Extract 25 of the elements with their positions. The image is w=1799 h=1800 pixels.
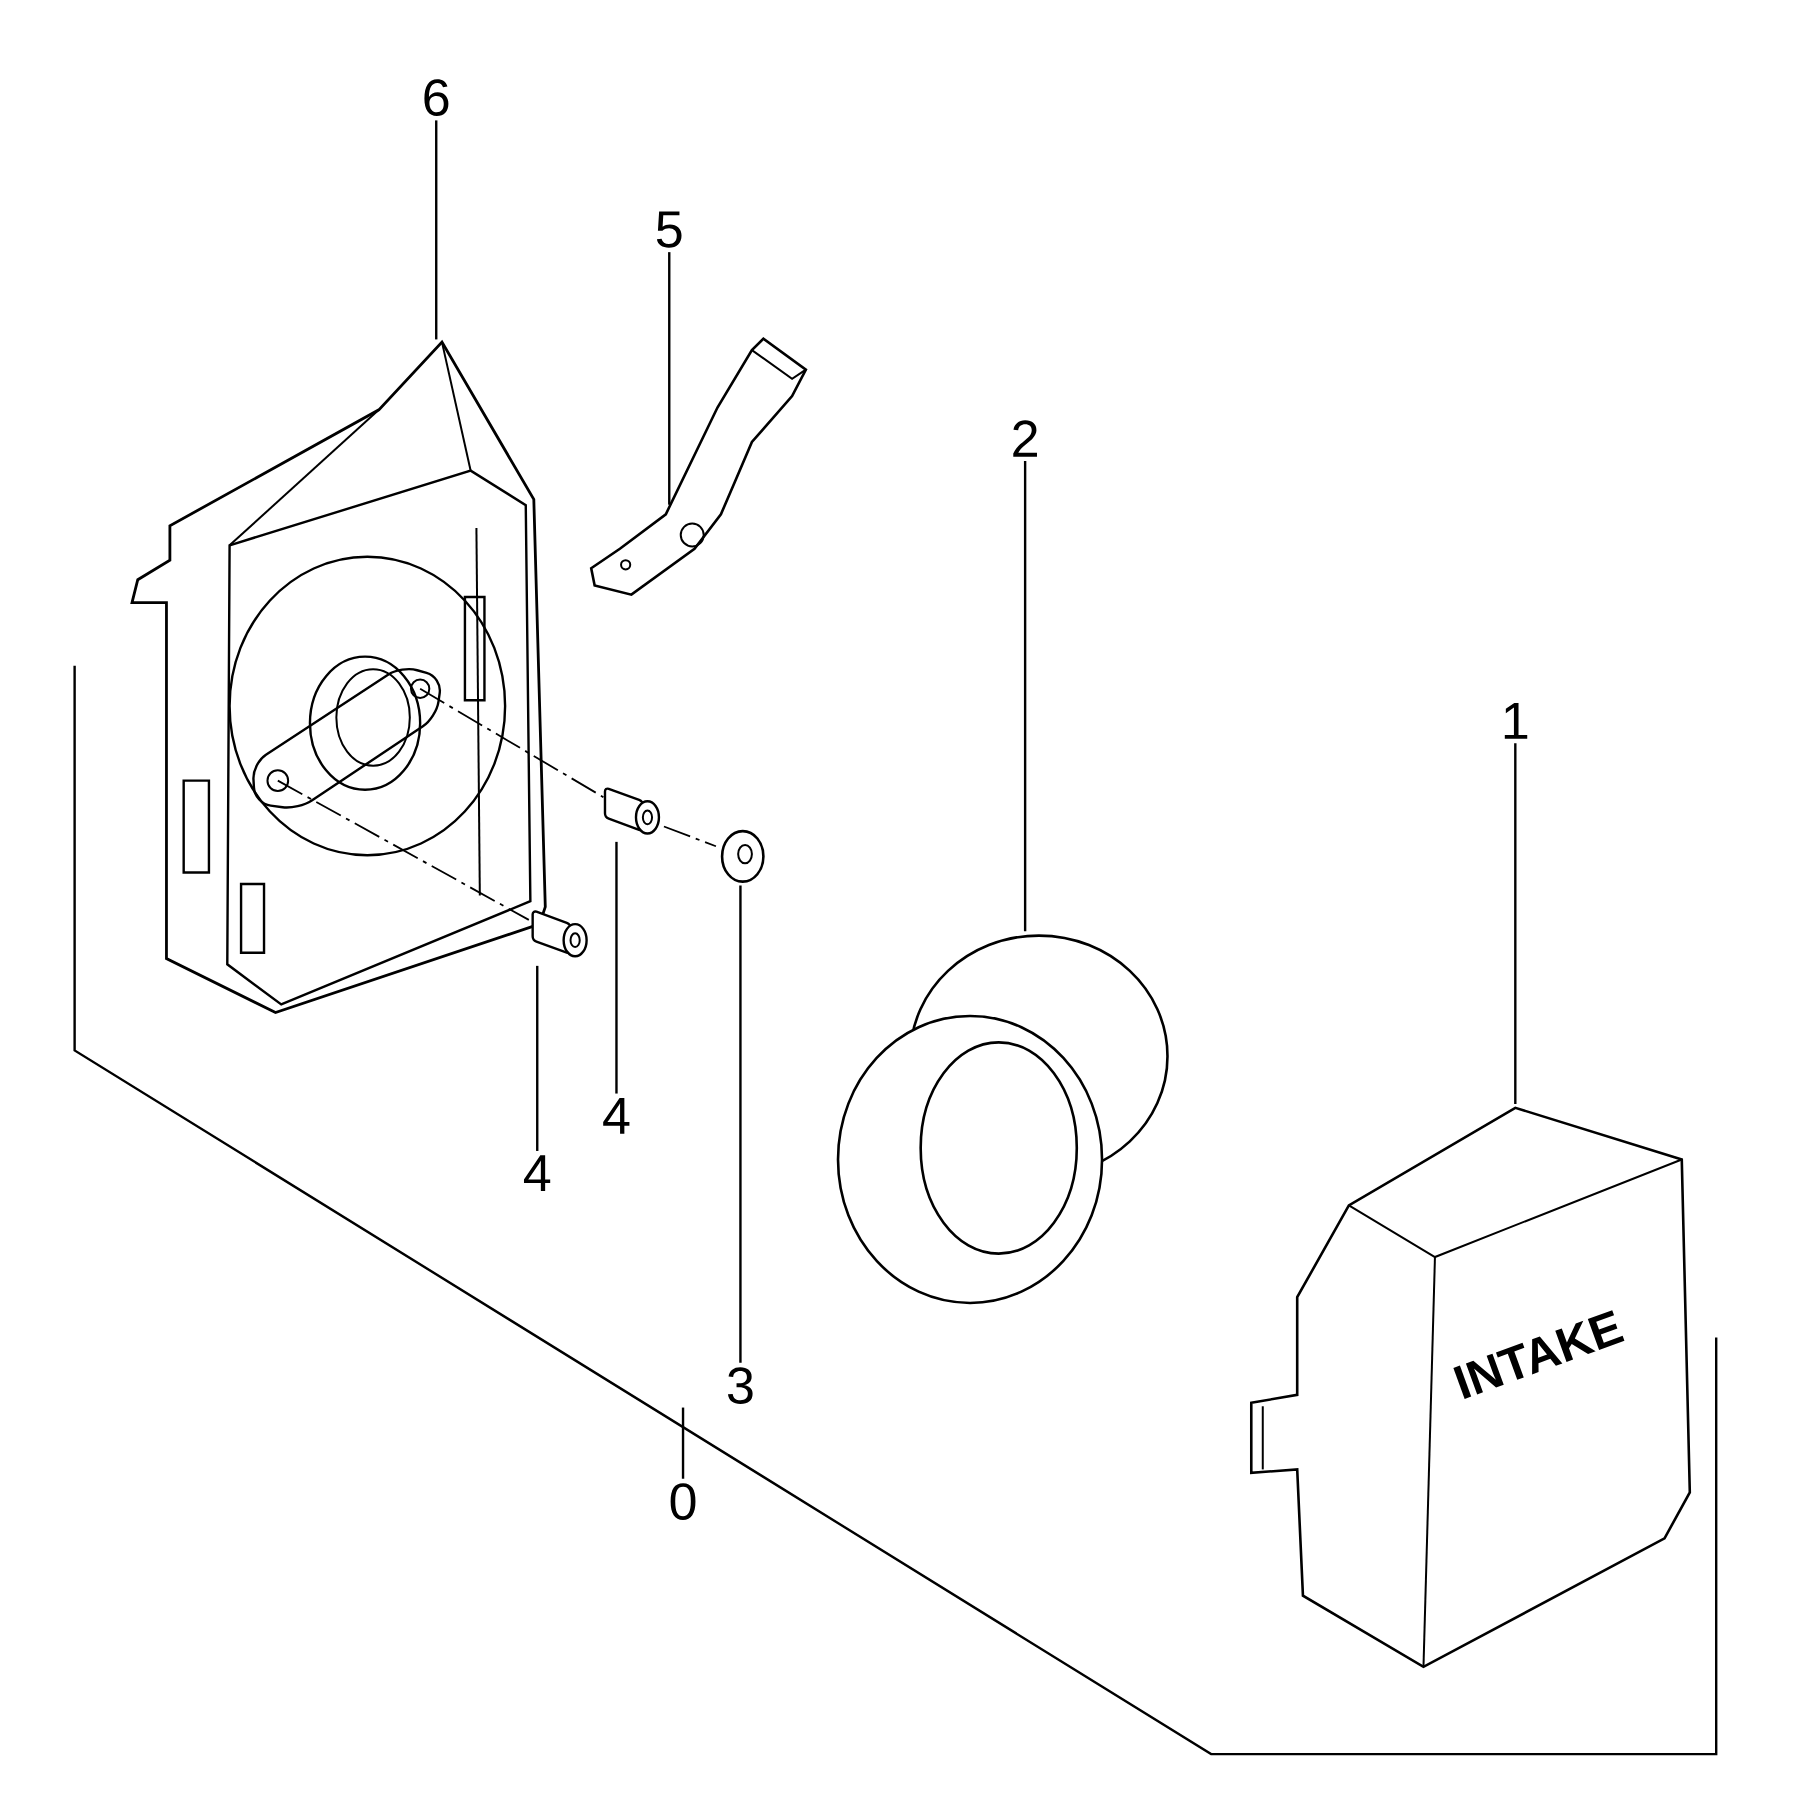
callout-number: 4 [524, 1155, 551, 1192]
washer-drawing [720, 829, 765, 883]
bushing-drawing [603, 787, 661, 835]
leader-line [1514, 743, 1517, 1104]
callout-number: 5 [656, 211, 682, 248]
leader-line [1024, 461, 1027, 932]
bushing-drawing [531, 910, 588, 958]
housing-drawing [130, 339, 547, 1015]
callout-number: 0 [670, 1483, 696, 1520]
leader-line [536, 965, 539, 1151]
center-line [663, 825, 717, 848]
callout-number: 1 [1504, 703, 1528, 739]
leader-line [615, 841, 618, 1094]
foam-ring-drawing [836, 934, 1169, 1305]
leader-line [739, 885, 742, 1363]
leader-line [681, 1407, 685, 1479]
callout-number: 4 [603, 1097, 630, 1134]
cover-drawing [1250, 1106, 1692, 1669]
callout-number: 6 [424, 79, 449, 116]
callout-number: 3 [728, 1367, 753, 1404]
leader-line [668, 252, 671, 505]
leader-line [435, 120, 438, 340]
center-line [419, 687, 605, 799]
center-line [277, 779, 530, 921]
callout-number: 2 [1013, 420, 1038, 457]
